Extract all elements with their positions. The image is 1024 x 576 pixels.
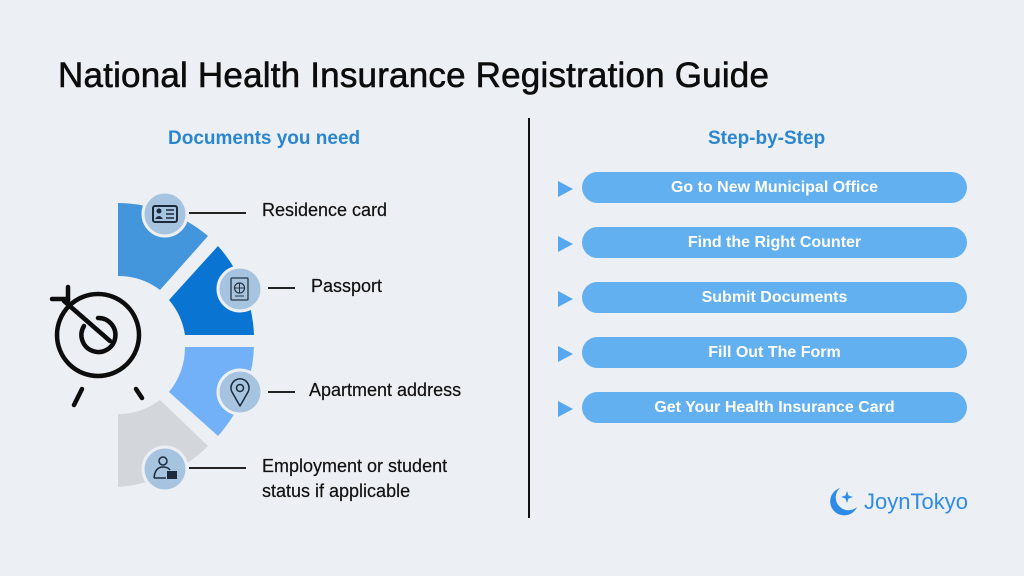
steps-heading: Step-by-Step <box>708 128 826 149</box>
moon-star-icon <box>830 488 857 516</box>
document-employment-line2: status if applicable <box>262 481 411 501</box>
play-arrow-icon <box>558 236 573 252</box>
passport-icon <box>216 265 264 313</box>
column-divider <box>528 118 530 518</box>
step-4: Fill Out The Form <box>582 337 967 368</box>
brand-name: JoynTokyo <box>864 489 968 514</box>
employee-briefcase-icon <box>141 445 189 493</box>
step-1: Go to New Municipal Office <box>582 172 967 203</box>
document-employment-line1: Employment or student <box>262 456 448 476</box>
step-5: Get Your Health Insurance Card <box>582 392 967 423</box>
play-arrow-icon <box>558 401 573 417</box>
document-residence-card: Residence card <box>262 200 388 220</box>
location-pin-icon <box>216 368 264 416</box>
document-passport: Passport <box>311 276 383 296</box>
document-apartment-address: Apartment address <box>309 380 462 400</box>
leader-line <box>268 287 295 289</box>
id-card-icon <box>141 190 189 238</box>
brand-logo: JoynTokyo <box>826 485 968 519</box>
leader-line <box>268 391 295 393</box>
documents-diagram <box>49 190 264 493</box>
play-arrow-icon <box>558 346 573 362</box>
document-employment-status: Employment or student status if applicab… <box>262 454 447 504</box>
page-title: National Health Insurance Registration G… <box>58 56 770 96</box>
step-2: Find the Right Counter <box>582 227 967 258</box>
segment-employment <box>118 400 208 487</box>
step-3: Submit Documents <box>582 282 967 313</box>
documents-heading: Documents you need <box>168 128 361 149</box>
leader-line <box>189 467 246 469</box>
leader-line <box>189 212 246 214</box>
target-icon <box>49 284 145 408</box>
play-arrow-icon <box>558 291 573 307</box>
play-arrow-icon <box>558 181 573 197</box>
